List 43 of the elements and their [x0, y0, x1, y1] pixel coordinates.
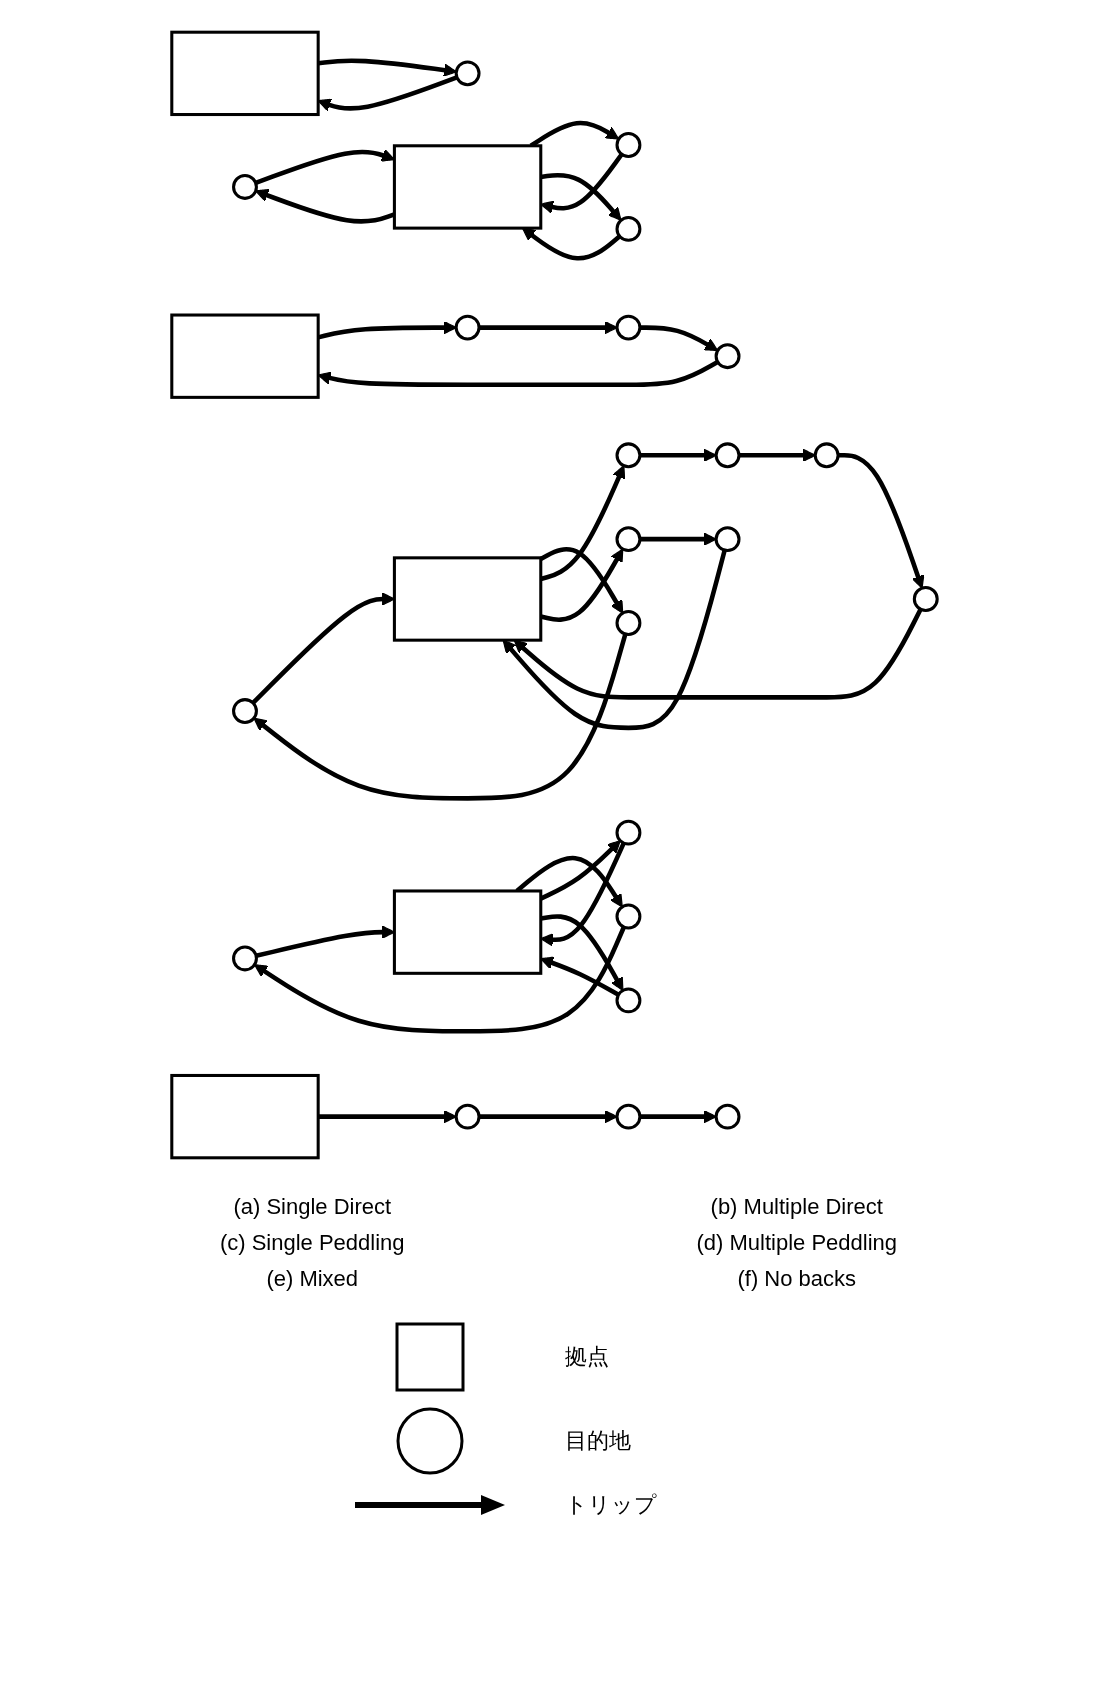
- node-circle: [615, 132, 642, 158]
- node-box: [170, 30, 320, 117]
- legend-label: 拠点: [564, 1343, 609, 1371]
- node-box: [392, 144, 543, 230]
- arrow: [513, 608, 923, 700]
- node-circle: [813, 442, 840, 469]
- node-circle: [615, 1103, 642, 1130]
- node-circle: [714, 1103, 741, 1130]
- node-circle: [615, 903, 642, 930]
- node-circle: [454, 314, 481, 341]
- caption: (a) Single Direct: [232, 1194, 393, 1220]
- node-circle: [454, 1103, 481, 1130]
- arrow: [253, 926, 626, 1034]
- arrow: [502, 549, 727, 731]
- node-circle: [232, 945, 258, 972]
- node-circle: [615, 526, 642, 553]
- legend-label: 目的地: [564, 1427, 631, 1455]
- node-circle: [615, 314, 642, 341]
- arrow: [515, 855, 623, 908]
- node-box: [392, 556, 543, 642]
- legend-label: トリップ: [564, 1491, 657, 1519]
- node-circle: [714, 442, 741, 469]
- caption: (b) Multiple Direct: [709, 1194, 884, 1220]
- node-circle: [615, 442, 642, 469]
- arrow: [253, 633, 628, 801]
- node-circle: [232, 698, 258, 725]
- node-box: [392, 889, 543, 975]
- caption: (e) Mixed: [265, 1266, 360, 1292]
- caption: (f) No backs: [736, 1266, 858, 1292]
- node-circle: [615, 215, 642, 242]
- caption: (d) Multiple Peddling: [695, 1230, 898, 1256]
- node-circle: [615, 610, 642, 636]
- node-box: [170, 1073, 320, 1160]
- caption: (c) Single Peddling: [218, 1230, 406, 1256]
- node-circle: [714, 526, 741, 553]
- arrow: [838, 453, 925, 589]
- node-circle: [232, 174, 258, 200]
- node-circle: [714, 343, 741, 370]
- node-circle: [454, 60, 481, 87]
- node-box: [170, 313, 320, 399]
- node-circle: [912, 586, 939, 612]
- node-circle: [615, 987, 642, 1014]
- node-circle: [615, 819, 642, 846]
